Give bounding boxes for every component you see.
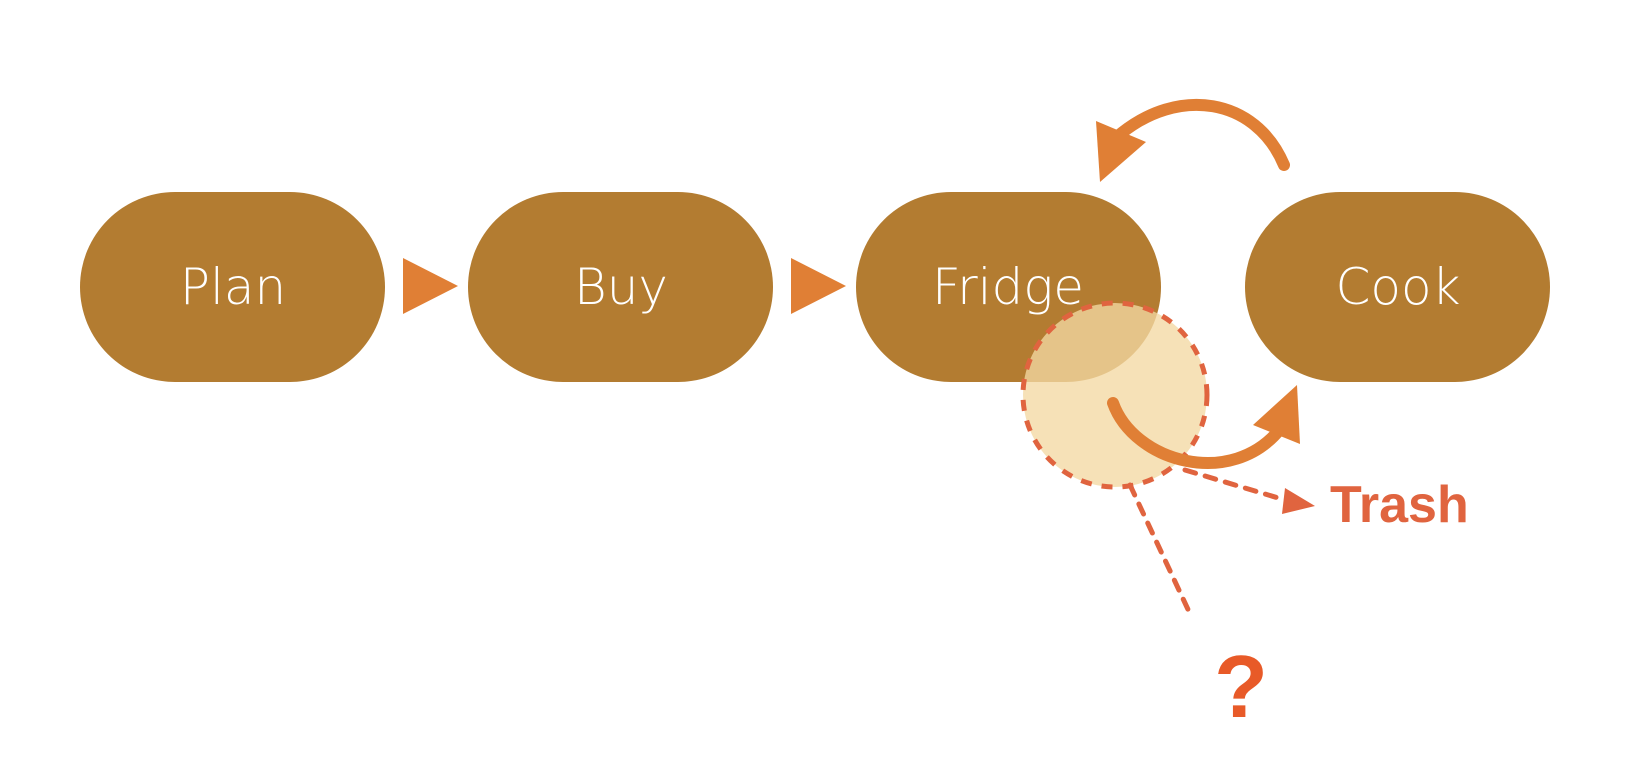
node-plan-label: Plan (180, 258, 286, 316)
unknown-dashed-line (1127, 482, 1195, 621)
node-cook-label: Cook (1335, 258, 1460, 316)
arrow-fridge-to-cook (1107, 385, 1300, 469)
question-mark-label: ? (1214, 637, 1268, 736)
fridge-highlight-circle (1020, 300, 1210, 490)
loop-arrow-cook-to-fridge (1096, 98, 1290, 182)
loop-arrow-top-curve (1112, 98, 1290, 171)
node-cook-shape (1245, 192, 1550, 382)
trash-dashed-line (1182, 467, 1288, 503)
arrow-bottom-head (1253, 385, 1300, 444)
trash-arrow-head (1282, 488, 1315, 514)
arrow-to-trash (1182, 467, 1315, 514)
node-buy-shape (468, 192, 773, 382)
node-plan: Plan (80, 192, 385, 382)
node-buy: Buy (468, 192, 773, 382)
node-fridge-label: Fridge (932, 258, 1084, 316)
node-plan-shape (80, 192, 385, 382)
arrow-bottom-curve (1107, 397, 1287, 469)
arrow-buy-to-fridge (791, 258, 846, 314)
trash-label: Trash (1330, 476, 1469, 534)
node-buy-label: Buy (574, 258, 668, 316)
arrow-plan-to-buy (403, 258, 458, 314)
node-cook: Cook (1245, 192, 1550, 382)
loop-arrow-top-head (1096, 121, 1146, 182)
